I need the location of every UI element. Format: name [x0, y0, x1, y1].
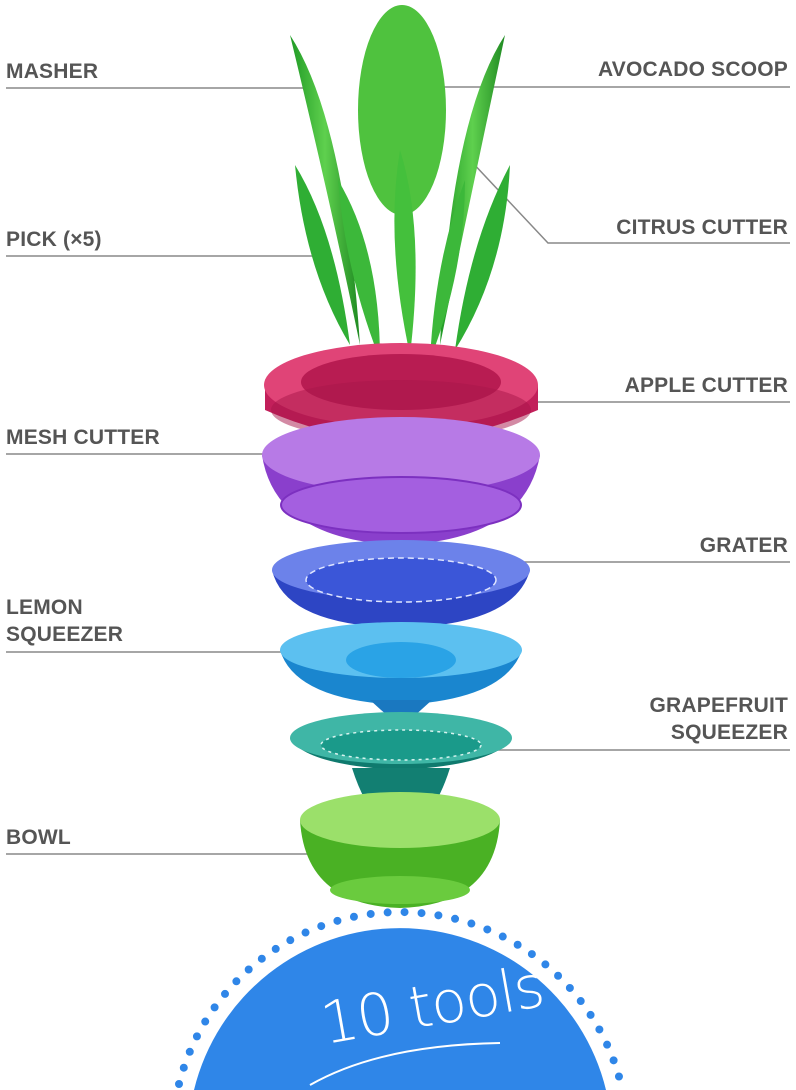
pick	[455, 165, 510, 350]
label-bowl: BOWL	[6, 826, 71, 849]
badge-underline	[309, 1042, 501, 1086]
pick	[295, 165, 350, 345]
label-pick: PICK (×5)	[6, 228, 102, 251]
pick	[394, 150, 416, 355]
label-grapefruit-squeezer-line2: SQUEEZER	[670, 721, 788, 744]
label-lemon-squeezer-line2: SQUEEZER	[6, 623, 124, 646]
label-lemon-squeezer: LEMON SQUEEZER	[6, 594, 123, 648]
avocado-scoop	[358, 5, 446, 215]
mesh-cutter	[262, 417, 540, 545]
badge-dotted-ring	[175, 908, 625, 1088]
label-apple-cutter: APPLE CUTTER	[624, 374, 788, 397]
label-mesh-cutter: MESH CUTTER	[6, 426, 160, 449]
pick	[430, 180, 465, 360]
label-grapefruit-squeezer: GRAPEFRUIT SQUEEZER	[650, 692, 789, 746]
badge	[175, 908, 625, 1090]
label-grapefruit-squeezer-line1: GRAPEFRUIT	[649, 694, 788, 717]
grater	[272, 540, 530, 628]
label-lemon-squeezer-line1: LEMON	[6, 596, 83, 619]
pick	[338, 180, 380, 360]
badge-disc	[194, 928, 606, 1090]
label-grater: GRATER	[699, 534, 788, 557]
lemon-squeezer	[280, 622, 522, 728]
bowl	[300, 792, 500, 908]
label-masher: MASHER	[6, 60, 99, 83]
label-citrus-cutter: CITRUS CUTTER	[616, 216, 788, 239]
leaves	[290, 5, 510, 360]
label-avocado-scoop: AVOCADO SCOOP	[597, 58, 788, 81]
